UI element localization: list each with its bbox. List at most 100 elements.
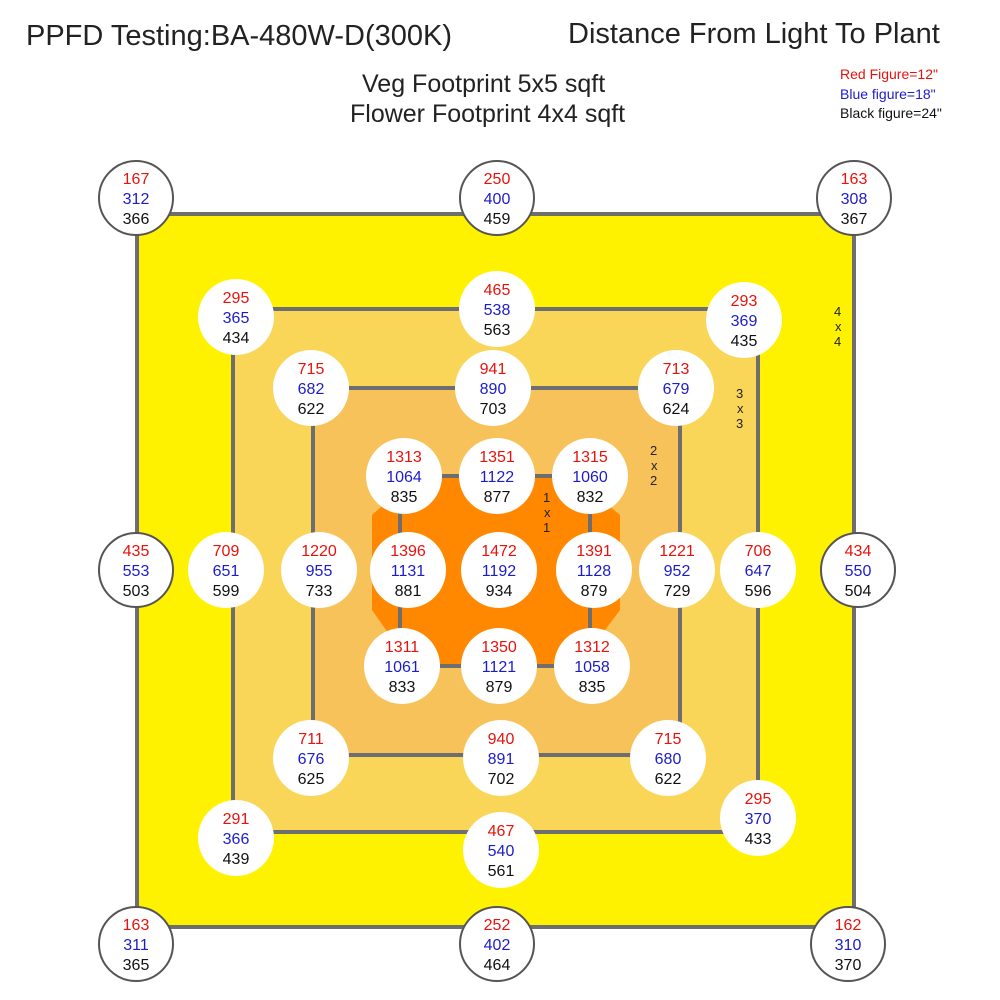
point-value-black: 563 xyxy=(484,322,511,339)
point-value-blue: 538 xyxy=(484,302,511,319)
point-value-red: 713 xyxy=(663,361,690,378)
point-circle xyxy=(720,780,796,856)
zone-label-3x3-b: x xyxy=(737,401,744,416)
point-value-red: 706 xyxy=(745,543,772,560)
point-value-black: 833 xyxy=(389,679,416,696)
point-value-red: 1221 xyxy=(659,543,695,560)
distance-heading: Distance From Light To Plant xyxy=(568,18,940,50)
zone-label-4x4-a: 4 xyxy=(834,304,841,319)
zone-label-1x1-c: 1 xyxy=(543,520,550,535)
point-circle xyxy=(463,812,539,888)
point-value-blue: 308 xyxy=(841,191,868,208)
point-value-red: 715 xyxy=(298,361,325,378)
point-circle xyxy=(188,532,264,608)
point-value-blue: 550 xyxy=(845,563,872,580)
point-value-black: 459 xyxy=(484,211,511,228)
zone-label-2x2: 2 x 2 xyxy=(650,443,658,488)
point-value-blue: 676 xyxy=(298,751,325,768)
point-value-black: 596 xyxy=(745,583,772,600)
point-circle xyxy=(638,350,714,426)
ppfd-point-r2-top-left: 715 682 622 xyxy=(273,350,349,426)
point-value-red: 1391 xyxy=(576,543,612,560)
point-value-red: 295 xyxy=(745,791,772,808)
point-value-blue: 1128 xyxy=(577,563,612,580)
point-value-blue: 1064 xyxy=(386,469,422,486)
ppfd-point-c-top-left: 1313 1064 835 xyxy=(366,438,442,514)
point-value-black: 835 xyxy=(579,679,606,696)
point-value-red: 1312 xyxy=(574,639,610,656)
zone-label-2x2-c: 2 xyxy=(650,473,657,488)
point-circle xyxy=(820,532,896,608)
point-value-blue: 679 xyxy=(663,381,690,398)
point-value-red: 1396 xyxy=(390,543,426,560)
zone-label-3x3-a: 3 xyxy=(736,386,743,401)
point-value-red: 1313 xyxy=(386,449,422,466)
zone-label-3x3: 3 x 3 xyxy=(736,386,744,431)
veg-footprint-label: Veg Footprint 5x5 sqft xyxy=(362,70,606,98)
point-circle xyxy=(98,532,174,608)
point-value-red: 163 xyxy=(841,171,868,188)
ppfd-point-c-mid-right: 1391 1128 879 xyxy=(556,532,632,608)
point-value-blue: 366 xyxy=(223,831,250,848)
point-value-black: 703 xyxy=(480,401,507,418)
point-value-blue: 540 xyxy=(488,843,515,860)
point-value-blue: 682 xyxy=(298,381,325,398)
point-circle xyxy=(366,438,442,514)
point-circle xyxy=(459,271,535,347)
point-value-black: 832 xyxy=(577,489,604,506)
point-circle xyxy=(720,532,796,608)
point-circle xyxy=(459,438,535,514)
point-value-black: 729 xyxy=(664,583,691,600)
point-value-red: 1351 xyxy=(479,449,515,466)
point-value-blue: 651 xyxy=(213,563,240,580)
zone-label-4x4: 4 x 4 xyxy=(834,304,842,349)
point-circle xyxy=(364,628,440,704)
point-value-black: 835 xyxy=(391,489,418,506)
point-value-black: 464 xyxy=(484,957,511,974)
point-value-red: 709 xyxy=(213,543,240,560)
point-value-blue: 680 xyxy=(655,751,682,768)
point-circle xyxy=(455,350,531,426)
legend-black-figure: Black figure=24" xyxy=(840,105,942,121)
point-value-red: 1315 xyxy=(572,449,608,466)
point-value-black: 622 xyxy=(655,771,682,788)
point-value-blue: 553 xyxy=(123,563,150,580)
point-value-blue: 890 xyxy=(480,381,507,398)
point-circle xyxy=(198,800,274,876)
point-circle xyxy=(639,532,715,608)
point-value-black: 561 xyxy=(488,863,515,880)
point-value-blue: 952 xyxy=(664,563,691,580)
ppfd-point-r2-top-mid: 941 890 703 xyxy=(455,350,531,426)
point-value-black: 881 xyxy=(395,583,422,600)
point-value-blue: 310 xyxy=(835,937,862,954)
point-value-red: 941 xyxy=(480,361,507,378)
measurement-markers: 1673123662504004591633083674355535034345… xyxy=(98,160,896,982)
point-circle xyxy=(552,438,628,514)
point-circle xyxy=(554,628,630,704)
point-value-red: 435 xyxy=(123,543,150,560)
flower-footprint-label: Flower Footprint 4x4 sqft xyxy=(350,100,626,128)
zone-label-2x2-b: x xyxy=(651,458,658,473)
point-value-black: 622 xyxy=(298,401,325,418)
point-value-blue: 1060 xyxy=(572,469,608,486)
point-circle xyxy=(98,906,174,982)
point-value-red: 252 xyxy=(484,917,511,934)
point-value-black: 879 xyxy=(581,583,608,600)
zone-label-2x2-a: 2 xyxy=(650,443,657,458)
point-value-black: 503 xyxy=(123,583,150,600)
